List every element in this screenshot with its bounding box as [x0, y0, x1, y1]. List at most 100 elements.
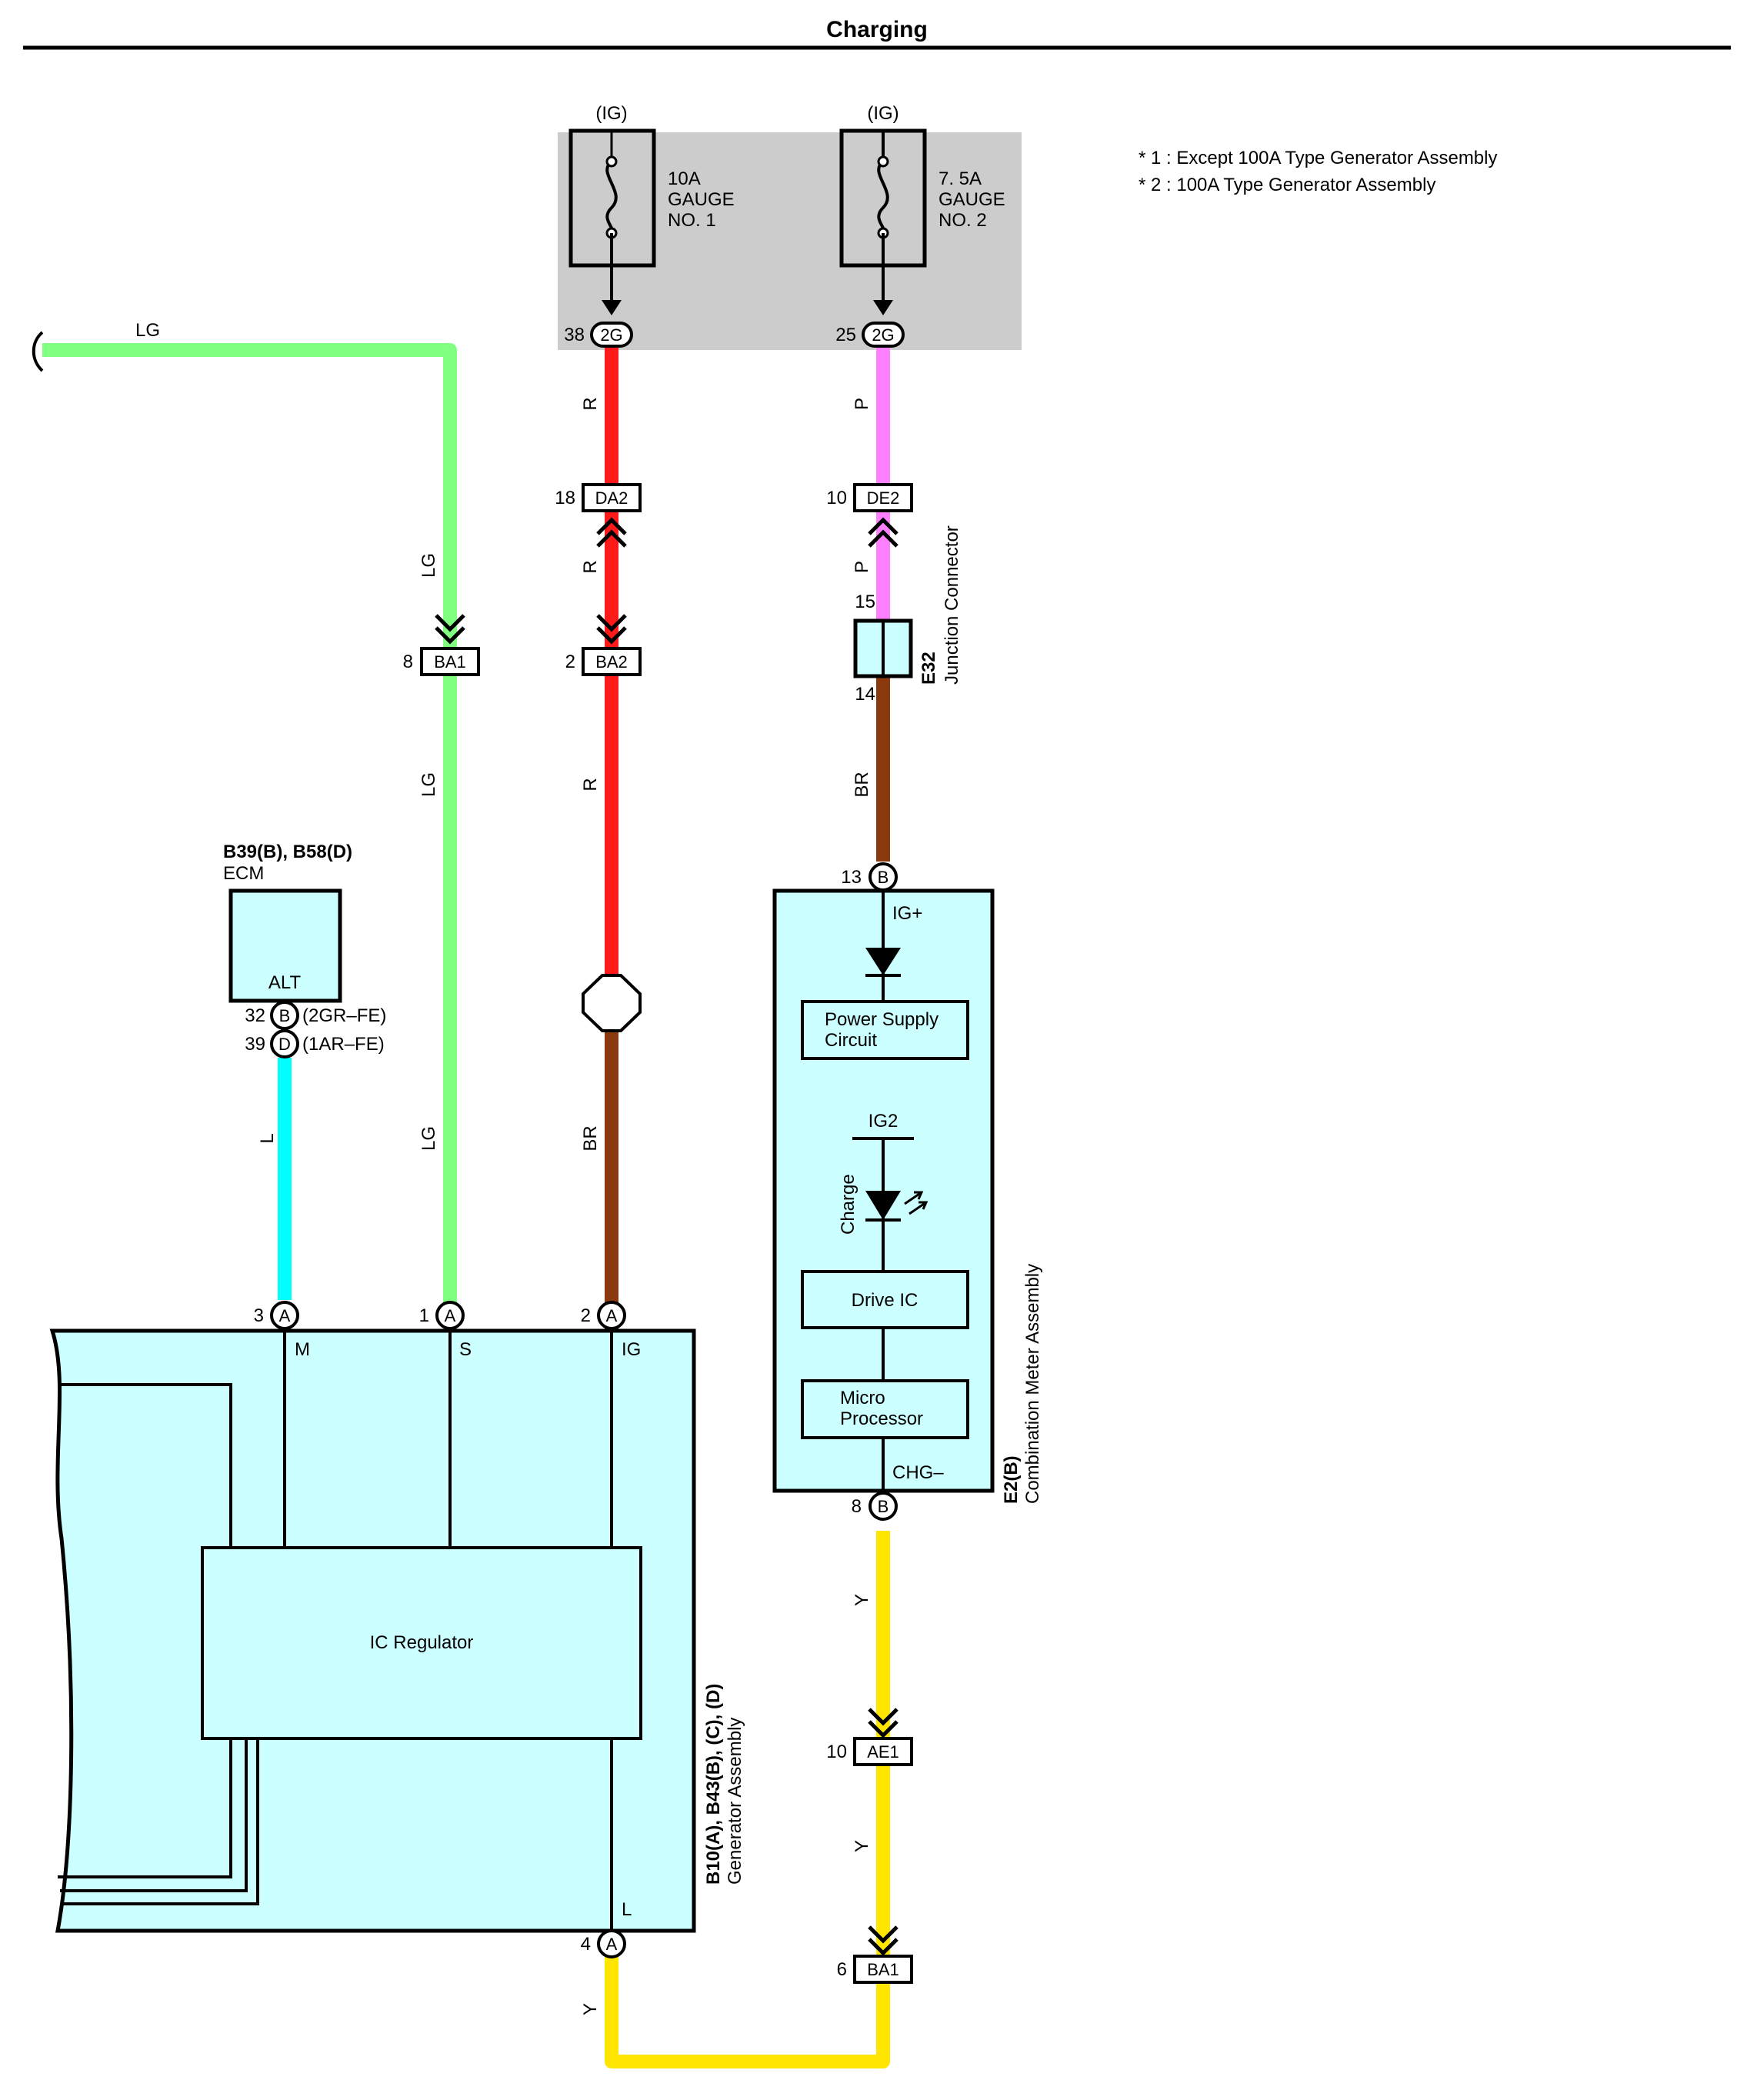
- power-supply-line1: Power Supply: [825, 1009, 939, 1030]
- connector-ba2-pin: 2: [565, 652, 575, 672]
- gen-pin-4-number: 4: [581, 1934, 591, 1955]
- connector-ba1-y-label: BA1: [867, 1960, 899, 1979]
- connector-ae1-pin: 10: [826, 1742, 847, 1762]
- wire-label-y-1: Y: [852, 1594, 872, 1606]
- ecm-pin-b-letter: B: [279, 1006, 291, 1025]
- wire-label-br-2: BR: [852, 772, 872, 797]
- ecm-component: B39(B), B58(D) ECM ALT B 32 (2GR–FE) D 3…: [223, 842, 386, 1058]
- connector-ba2: BA2 2: [565, 614, 642, 676]
- fuse1-name: GAUGE: [668, 189, 735, 210]
- fuse1-number: NO. 1: [668, 210, 716, 231]
- connector-ba1-lg-pin: 8: [403, 652, 413, 672]
- meter-term-chg: CHG–: [892, 1462, 944, 1483]
- ecm-pin-d-engine: (1AR–FE): [302, 1034, 385, 1055]
- power-supply-box: [801, 1000, 969, 1060]
- gen-pin-2-number: 2: [581, 1305, 591, 1326]
- ecm-codes: B39(B), B58(D): [223, 842, 352, 862]
- wire-label-r-2: R: [580, 560, 601, 573]
- junction-connector-e32: 15 14 E32 Junction Connector: [853, 525, 962, 705]
- meter-charge-label: Charge: [838, 1174, 858, 1235]
- micro-line2: Processor: [840, 1408, 923, 1429]
- wire-lg: [42, 343, 457, 1573]
- fuse-gauge-no1: (IG) 10A GAUGE NO. 1: [568, 103, 735, 315]
- wire-label-y-3: Y: [580, 2003, 601, 2015]
- note-1: * 1 : Except 100A Type Generator Assembl…: [1139, 148, 1498, 168]
- wire-label-lg-3: LG: [418, 1126, 439, 1151]
- wire-lg-continuation-icon: [32, 331, 44, 372]
- connector-ba1-y-pin: 6: [837, 1959, 847, 1980]
- wire-label-l: L: [257, 1133, 278, 1143]
- drive-ic-box: [801, 1270, 969, 1329]
- meter-pin-13-number: 13: [841, 867, 862, 888]
- chevron-up-icon: [868, 517, 899, 548]
- ic-regulator-label: IC Regulator: [370, 1632, 474, 1653]
- fuse1-power-label: (IG): [595, 103, 627, 124]
- connector-2g-38: 2G 38: [564, 322, 633, 348]
- gen-term-s: S: [459, 1339, 472, 1360]
- meter-pin-8-number: 8: [852, 1496, 862, 1517]
- connector-2g-38-label: 2G: [600, 325, 622, 345]
- ic-regulator-box: [201, 1546, 642, 1740]
- ecm-pin-d-number: 39: [245, 1034, 265, 1055]
- ecm-pin-b-number: 32: [245, 1005, 265, 1026]
- wire-label-br-1: BR: [580, 1125, 601, 1151]
- chevron-down-icon: [435, 614, 465, 645]
- wire-label-lg-1: LG: [418, 553, 439, 578]
- meter-pin-13-letter: B: [878, 868, 889, 887]
- ecm-box: [228, 888, 342, 1003]
- gen-pin-4-letter: A: [606, 1935, 618, 1954]
- connector-ae1: AE1 10: [826, 1708, 913, 1766]
- connector-de2-pin: 10: [826, 488, 847, 508]
- gen-term-l: L: [622, 1899, 632, 1920]
- ecm-pin-d-letter: D: [278, 1035, 291, 1054]
- gen-pin-3-number: 3: [254, 1305, 264, 1326]
- micro-processor-box: [801, 1379, 969, 1439]
- connector-ba1-y: BA1 6: [837, 1925, 913, 1984]
- fuse-box-background: [558, 132, 1022, 350]
- connector-ba2-label: BA2: [595, 652, 628, 672]
- junction-pin-top: 15: [855, 592, 875, 612]
- generator-name: Generator Assembly: [725, 1718, 745, 1885]
- gen-pin-3-letter: A: [279, 1306, 291, 1325]
- fuse2-rating: 7. 5A: [939, 168, 982, 189]
- connector-ba1-lg-label: BA1: [434, 652, 466, 672]
- connector-2g-25-label: 2G: [872, 325, 894, 345]
- connector-da2-label: DA2: [595, 488, 628, 508]
- connector-da2-pin: 18: [555, 488, 575, 508]
- chevron-down-icon: [868, 1925, 899, 1956]
- fuse2-name: GAUGE: [939, 189, 1005, 210]
- micro-line1: Micro: [840, 1388, 885, 1408]
- gen-pin-2-letter: A: [606, 1306, 618, 1325]
- wire-y: [605, 1531, 890, 2068]
- gen-pin-1-letter: A: [445, 1306, 456, 1325]
- diode-icon: [865, 948, 901, 975]
- gen-pin-1-number: 1: [419, 1305, 429, 1326]
- chevron-down-icon: [596, 614, 627, 645]
- page-title: Charging: [826, 17, 928, 42]
- combination-meter: B 13 IG+ Power Supply Circuit IG2 Charge…: [772, 862, 1043, 1521]
- junction-code: E32: [919, 652, 939, 685]
- wire-label-lg-top: LG: [135, 320, 160, 341]
- connector-da2: DA2 18: [555, 483, 642, 548]
- fuse2-number: NO. 2: [939, 210, 987, 231]
- meter-pin-8-letter: B: [878, 1497, 889, 1516]
- connector-2g-25-pin: 25: [835, 325, 856, 345]
- connector-2g-25: 2G 25: [835, 322, 905, 348]
- wire-label-p-2: P: [852, 561, 872, 573]
- fuse2-element-icon: [877, 160, 889, 235]
- fuse1-rating: 10A: [668, 168, 701, 189]
- chevron-up-icon: [596, 517, 627, 548]
- ecm-pin-b-engine: (2GR–FE): [302, 1005, 386, 1026]
- power-supply-line2: Circuit: [825, 1030, 877, 1051]
- wire-label-r-1: R: [580, 397, 601, 410]
- junction-name: Junction Connector: [942, 525, 962, 685]
- junction-pin-bottom: 14: [855, 684, 875, 705]
- fuse2-power-label: (IG): [867, 103, 899, 124]
- connector-2g-38-pin: 38: [564, 325, 585, 345]
- gen-term-m: M: [295, 1339, 310, 1360]
- connector-ba1-lg: BA1 8: [403, 614, 480, 676]
- note-2: * 2 : 100A Type Generator Assembly: [1139, 175, 1435, 195]
- splice-point-icon: [582, 974, 642, 1032]
- ecm-name: ECM: [223, 863, 264, 884]
